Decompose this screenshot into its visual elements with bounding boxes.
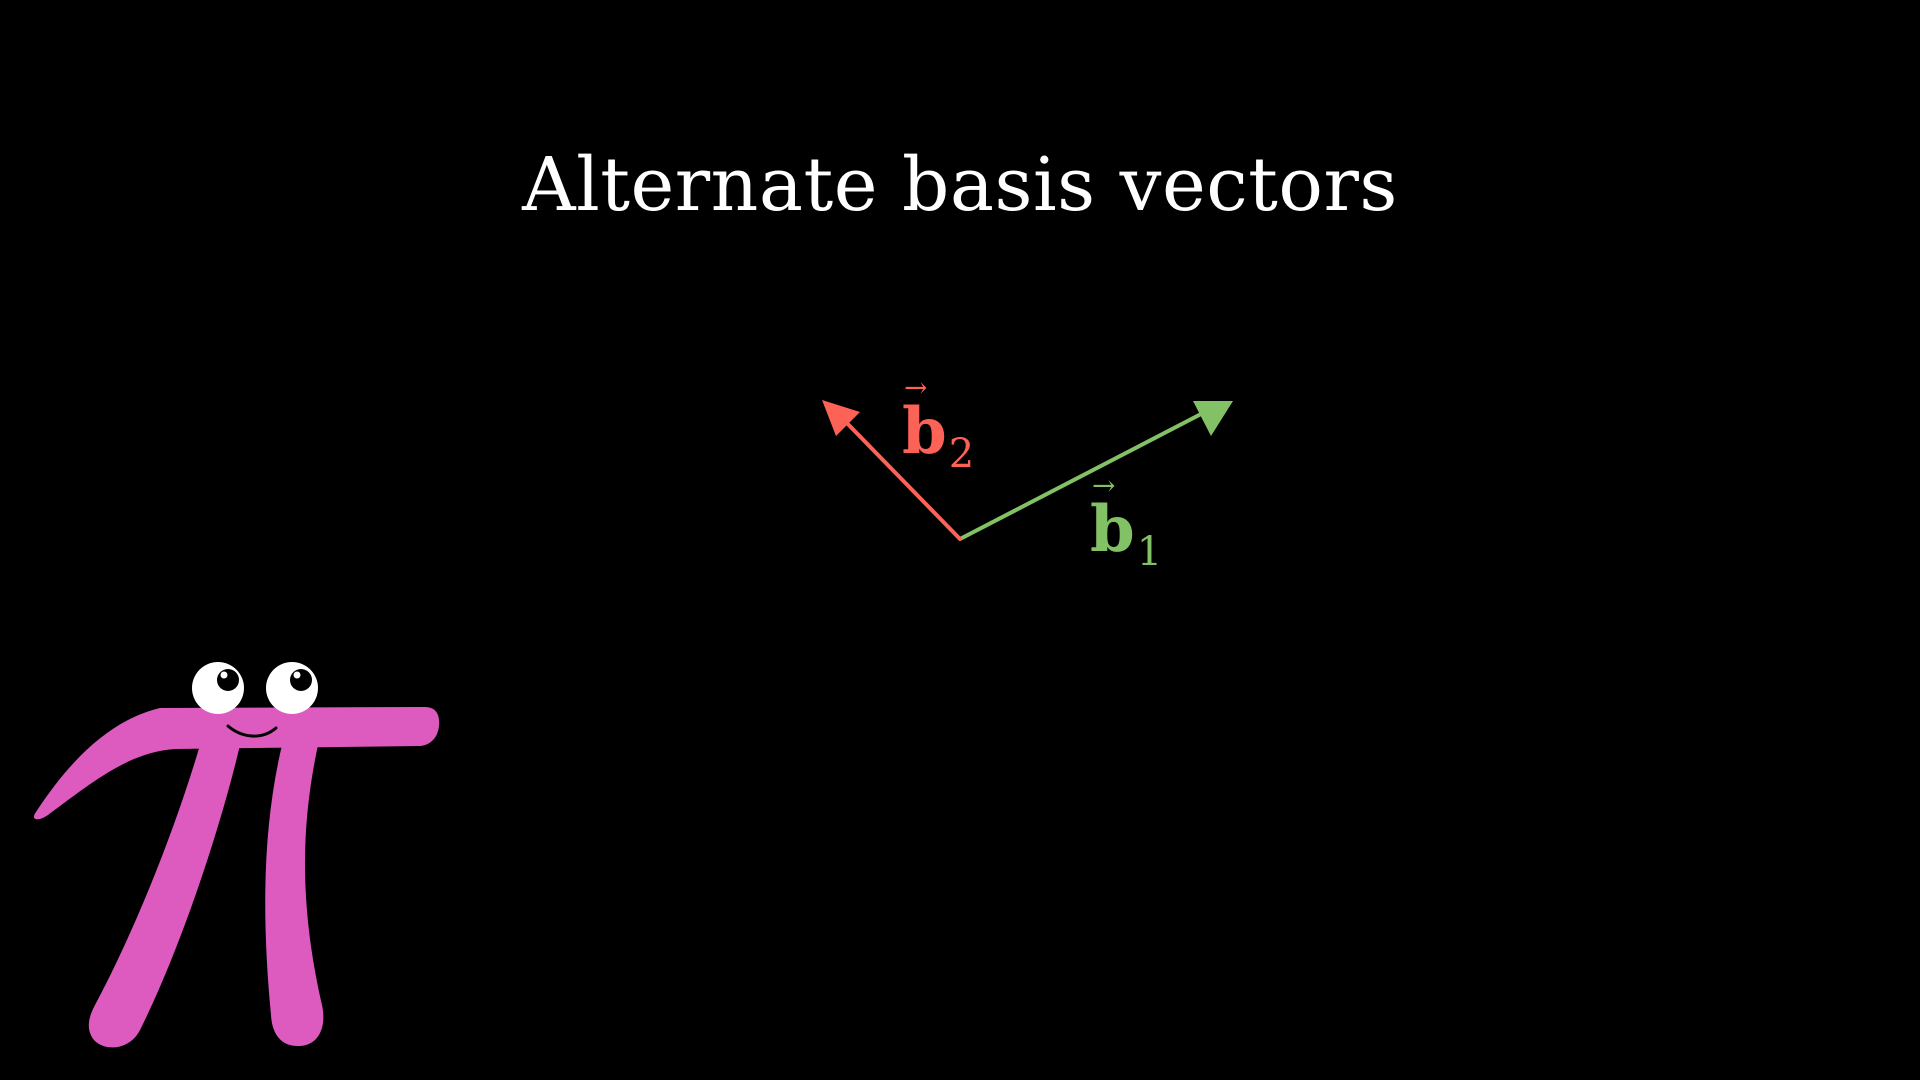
pi-creature-bar	[33, 707, 440, 820]
vector-b2-arrowhead	[822, 400, 860, 436]
vector-b2-subscript: 2	[948, 431, 975, 477]
pi-creature-left-glint	[220, 671, 228, 679]
pi-creature-mouth	[226, 724, 278, 738]
vector-b1-label: → b 1	[1090, 472, 1162, 573]
vector-b2	[822, 400, 962, 541]
pi-creature	[33, 662, 440, 1048]
vector-b2-symbol: → b	[902, 374, 947, 464]
page-title: Alternate basis vectors	[522, 142, 1398, 228]
pi-creature-right-leg	[265, 745, 324, 1047]
vector-b1-arrowhead	[1193, 401, 1233, 436]
pi-creature-left-leg	[88, 745, 240, 1048]
pi-creature-right-glint	[293, 671, 301, 679]
vector-b1	[958, 401, 1233, 541]
vector-b1-shaft	[958, 411, 1205, 541]
pi-creature-left-eye	[192, 662, 244, 714]
vector-b2-label: → b 2	[902, 374, 974, 475]
vector-arrow-icon: →	[1092, 469, 1116, 502]
vector-arrow-icon: →	[904, 371, 928, 404]
pi-creature-right-pupil	[290, 669, 312, 691]
vector-b1-letter: b	[1090, 492, 1135, 567]
pi-creature-left-pupil	[217, 669, 239, 691]
vector-b1-symbol: → b	[1090, 472, 1135, 562]
vector-b1-subscript: 1	[1136, 529, 1163, 575]
vector-b2-letter: b	[902, 394, 947, 469]
vector-b2-shaft	[840, 416, 962, 541]
pi-creature-right-eye	[266, 662, 318, 714]
